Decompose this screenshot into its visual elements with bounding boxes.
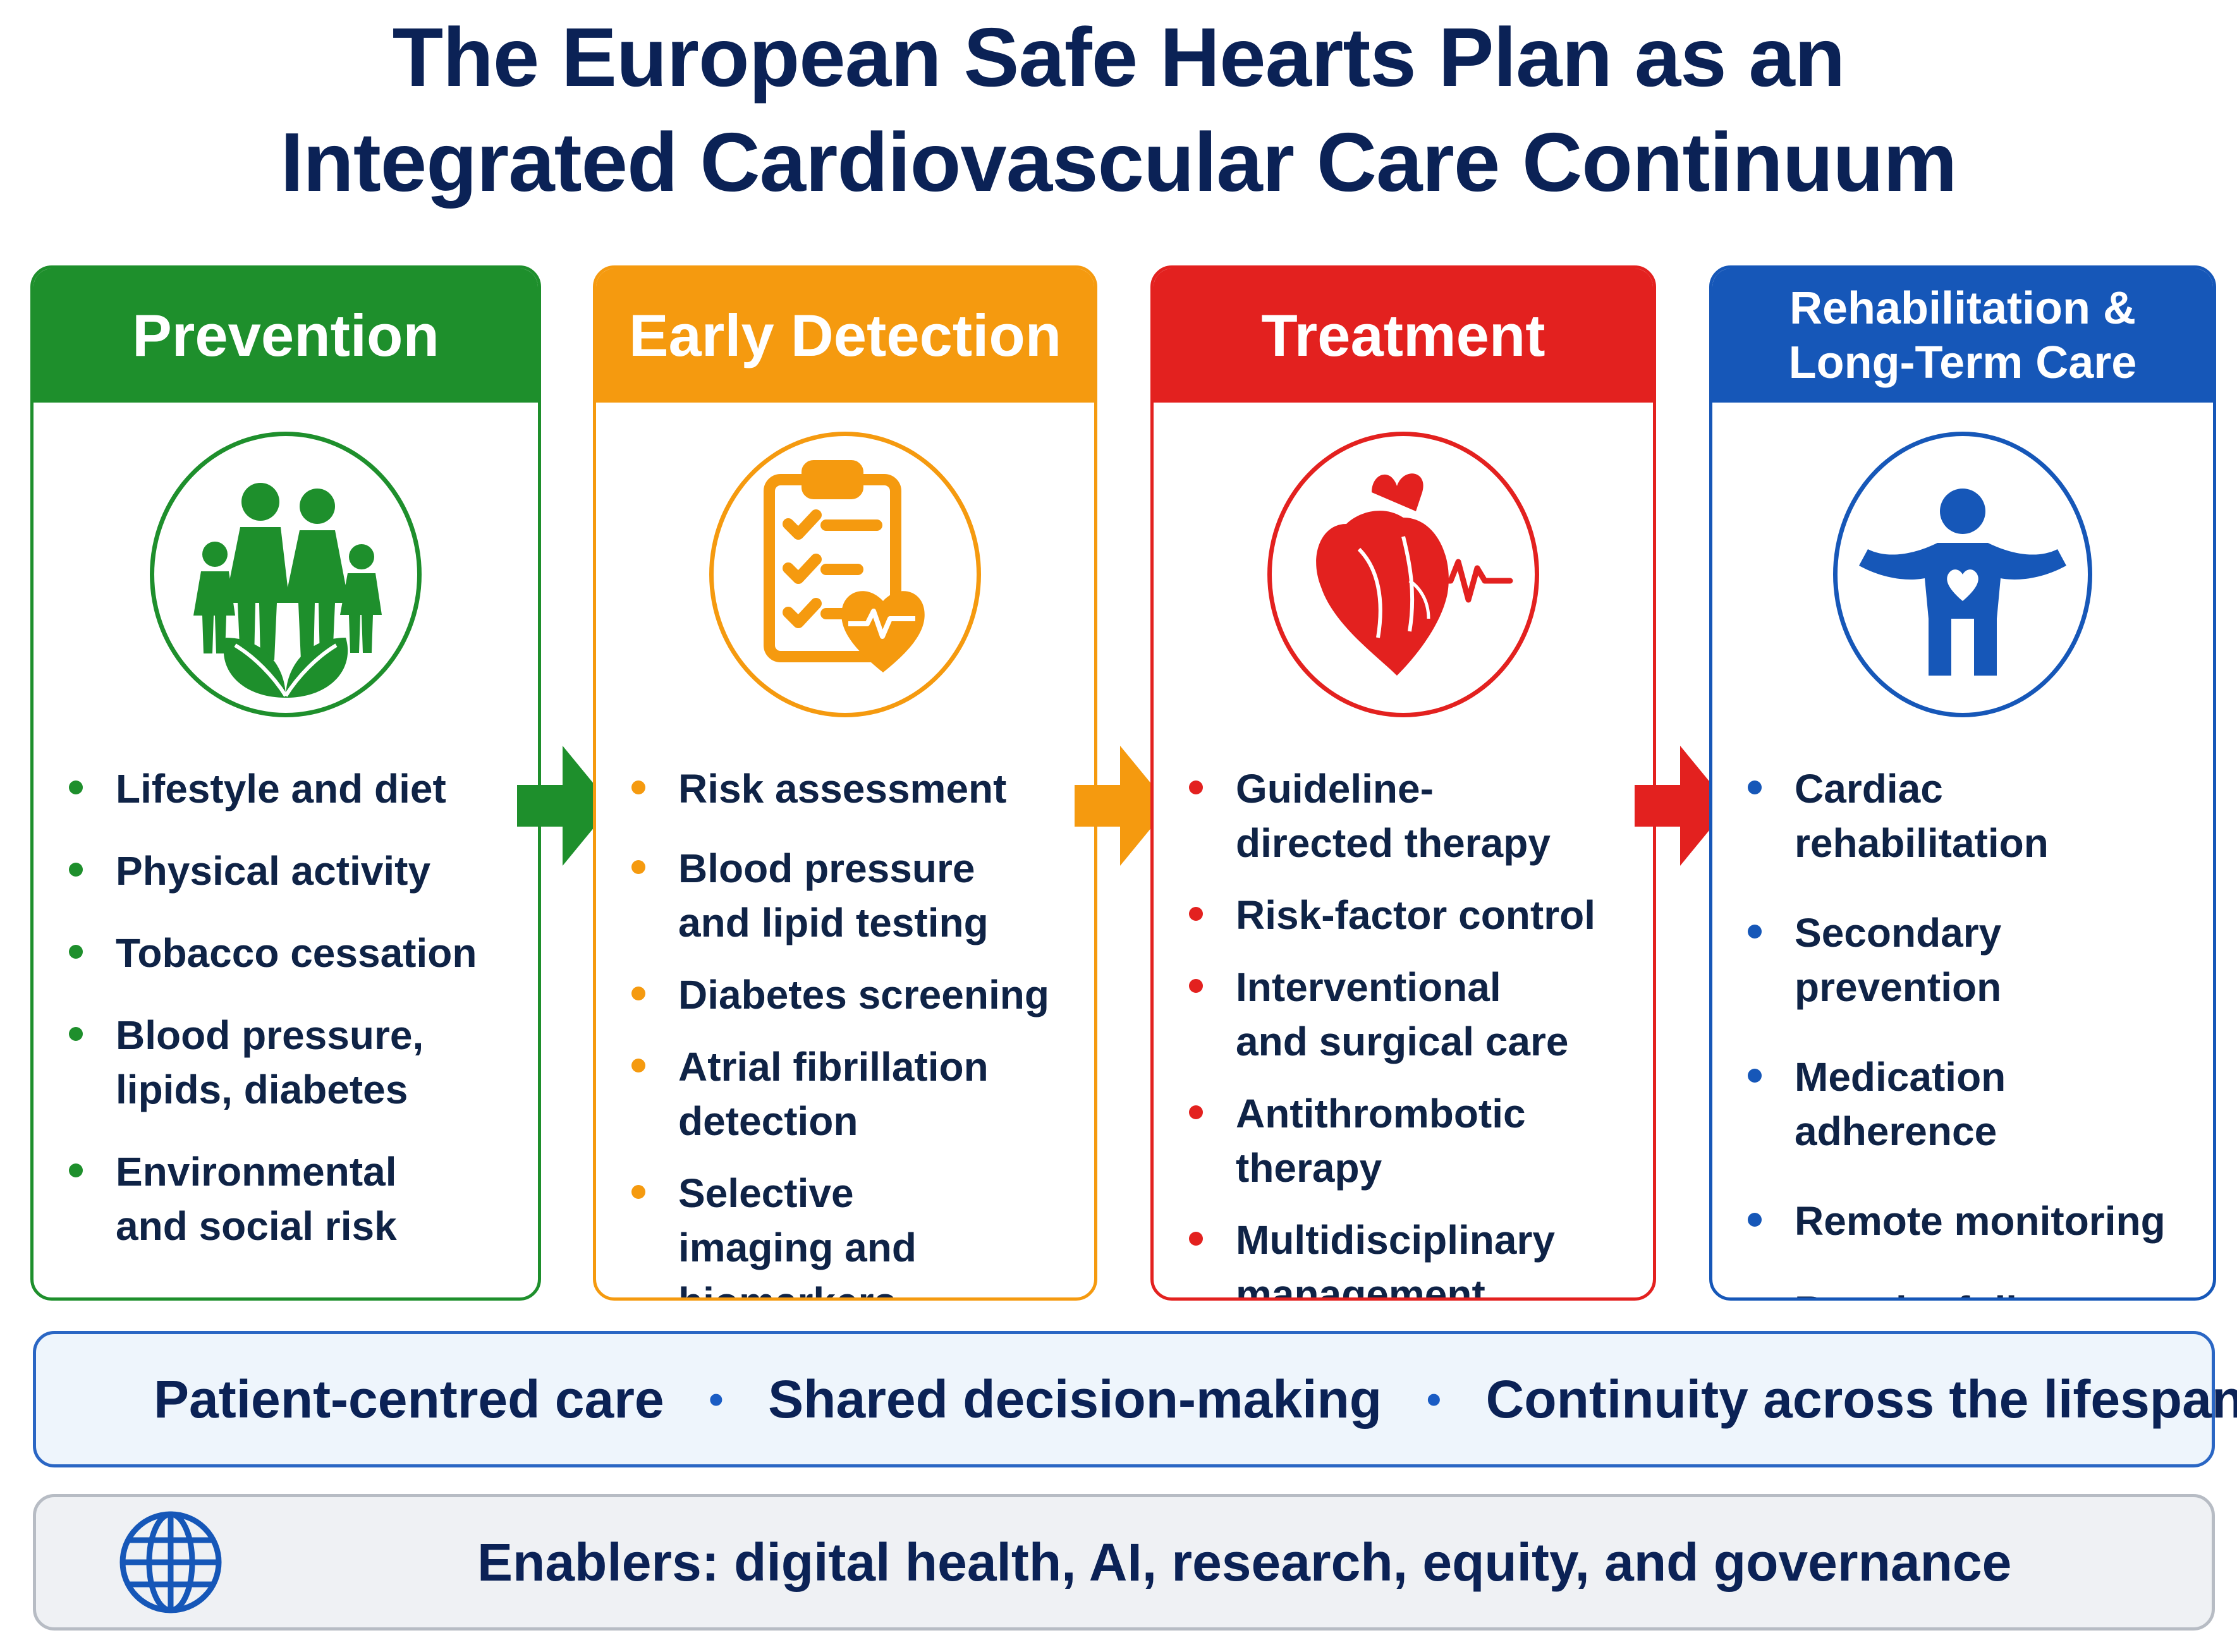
list-item: Secondary prevention xyxy=(1712,906,2213,1014)
person-heart-icon xyxy=(1833,432,2092,717)
arrow-right-icon xyxy=(517,746,612,866)
prevention-title: Prevention xyxy=(132,302,439,368)
treatment-title: Treatment xyxy=(1261,302,1545,368)
list-item: Atrial fibrillation detection xyxy=(596,1040,1094,1148)
list-item: Blood pressure and lipid testing xyxy=(596,841,1094,950)
list-item: Remote monitoring xyxy=(1712,1194,2213,1248)
rehabilitation-header: Rehabilitation & Long-Term Care xyxy=(1712,269,2213,403)
list-item: Antithrombotic therapy xyxy=(1154,1086,1653,1195)
prevention-card: Prevention xyxy=(30,265,541,1301)
list-item: Multidisciplinary management xyxy=(1154,1213,1653,1297)
title-line-1: The European Safe Hearts Plan as an xyxy=(392,11,1846,104)
rehabilitation-title-line-1: Rehabilitation & xyxy=(1789,283,2136,334)
list-item: Guideline-directed therapy xyxy=(1154,762,1653,870)
enablers-text: Enablers: digital health, AI, research, … xyxy=(477,1532,2012,1592)
title-line-2: Integrated Cardiovascular Care Continuum xyxy=(280,116,1958,209)
list-item: Tobacco cessation xyxy=(34,926,538,980)
rehabilitation-list: Cardiac rehabilitation Secondary prevent… xyxy=(1712,762,2213,1297)
arrow-right-icon xyxy=(1075,746,1169,866)
globe-icon xyxy=(119,1511,222,1613)
early-detection-title: Early Detection xyxy=(628,302,1062,368)
clipboard-heart-icon xyxy=(709,432,981,717)
early-detection-list: Risk assessment Blood pressure and lipid… xyxy=(596,762,1094,1297)
rehabilitation-title-line-2: Long-Term Care xyxy=(1788,337,2137,388)
treatment-list: Guideline-directed therapy Risk-factor c… xyxy=(1154,762,1653,1297)
list-item: Risk-factor control xyxy=(1154,888,1653,942)
prevention-header: Prevention xyxy=(34,269,538,403)
separator-dot: • xyxy=(1426,1375,1442,1424)
principle-shared-decision: Shared decision-making xyxy=(768,1369,1382,1429)
family-leaf-icon xyxy=(150,432,422,717)
principle-patient-centred: Patient-centred care xyxy=(154,1369,664,1429)
prevention-list: Lifestyle and diet Physical activity Tob… xyxy=(34,762,538,1253)
list-item: Blood pressure, lipids, diabetes xyxy=(34,1008,538,1117)
list-item: Environmental and social risk xyxy=(34,1145,538,1253)
early-detection-card: Early Detection Risk assessment Blood pr… xyxy=(593,265,1097,1301)
list-item: Physical activity xyxy=(34,844,538,898)
separator-dot: • xyxy=(708,1375,724,1424)
list-item: Interventional and surgical care xyxy=(1154,960,1653,1069)
list-item: Risk assessment xyxy=(596,762,1094,816)
early-detection-header: Early Detection xyxy=(596,269,1094,403)
arrow-right-icon xyxy=(1635,746,1729,866)
rehabilitation-card: Rehabilitation & Long-Term Care Cardiac … xyxy=(1709,265,2216,1301)
enablers-bar: Enablers: digital health, AI, research, … xyxy=(33,1494,2215,1631)
page-title: The European Safe Hearts Plan as an Inte… xyxy=(0,5,2237,215)
heart-ecg-icon xyxy=(1267,432,1539,717)
list-item: Selective imaging and biomarkers xyxy=(596,1166,1094,1297)
list-item: Regular follow-up xyxy=(1712,1284,2213,1297)
principle-continuity: Continuity across the lifespan xyxy=(1485,1369,2237,1429)
treatment-card: Treatment Guideline-directed therapy Ris… xyxy=(1150,265,1656,1301)
list-item: Cardiac rehabilitation xyxy=(1712,762,2213,870)
treatment-header: Treatment xyxy=(1154,269,1653,403)
list-item: Lifestyle and diet xyxy=(34,762,538,816)
list-item: Diabetes screening xyxy=(596,968,1094,1022)
list-item: Medication adherence xyxy=(1712,1050,2213,1158)
principles-bar: Patient-centred care • Shared decision-m… xyxy=(33,1331,2237,1467)
